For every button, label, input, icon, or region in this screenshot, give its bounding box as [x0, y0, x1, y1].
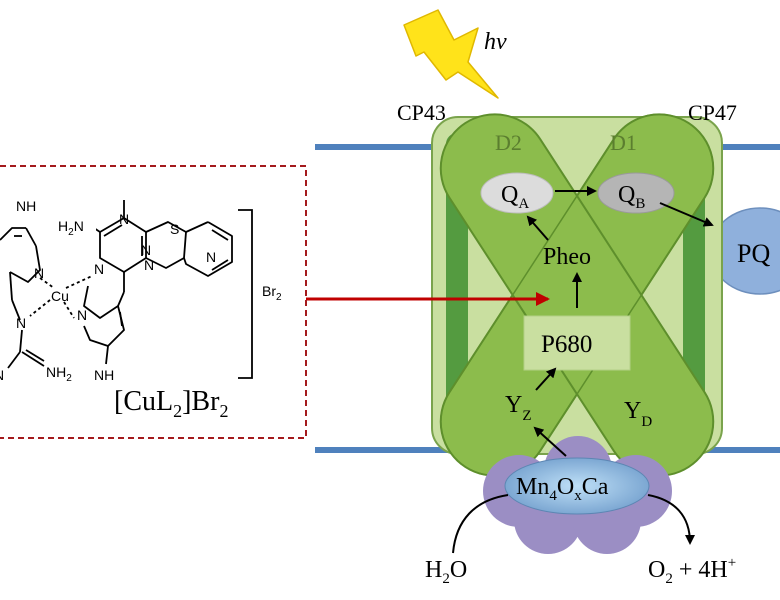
pq-node: PQ — [709, 207, 780, 295]
atom-n3: N — [94, 261, 104, 277]
svg-text:YZ: YZ — [505, 392, 532, 424]
products-plus: + — [728, 555, 736, 571]
oec-nx: x — [574, 488, 582, 504]
svg-text:H2O: H2O — [425, 557, 467, 587]
yd-main: Y — [624, 398, 641, 424]
atom-n-mid: N — [16, 315, 26, 331]
yz-sub: Z — [522, 408, 531, 424]
p680-node: P680 — [523, 315, 631, 371]
qa-main: Q — [501, 182, 518, 208]
structure-bracket — [238, 209, 253, 379]
h2o-o: O — [450, 557, 467, 583]
qb-node: QB — [597, 172, 675, 214]
atom-nh-bot: NH — [94, 367, 114, 383]
atom-cu: Cu — [51, 288, 69, 304]
svg-text:O2 + 4H+: O2 + 4H+ — [648, 555, 736, 587]
atom-nh2: NH2 — [46, 364, 72, 384]
copper-complex-panel: Br2 NH H2N N N N N N N N N S Cu NH2 N NH… — [0, 165, 307, 439]
yz-main: Y — [505, 392, 522, 418]
atom-n4: N — [144, 257, 154, 273]
lightning-icon — [403, 9, 499, 99]
svg-text:Mn4OxCa: Mn4OxCa — [516, 474, 609, 504]
products-rest: + 4H — [673, 557, 728, 583]
dashed-box — [0, 165, 307, 439]
o2-2: 2 — [665, 571, 673, 587]
qa-node: QA — [480, 172, 554, 214]
pq-label: PQ — [737, 239, 770, 268]
atom-n-bot: N — [0, 367, 4, 383]
d1-label: D1 — [610, 130, 637, 155]
arrow-oec-yz — [533, 426, 567, 457]
pheo-label: Pheo — [543, 244, 591, 270]
svg-text:Br2: Br2 — [262, 283, 282, 303]
atom-labels: NH H2N N N N N N N N N S Cu NH2 N NH — [0, 196, 216, 384]
atom-n1: N — [119, 211, 129, 227]
formula-2a: 2 — [173, 401, 182, 421]
yd-sub: D — [641, 414, 652, 430]
h2o-2: 2 — [442, 571, 450, 587]
oec-n4: 4 — [549, 488, 557, 504]
oec-core — [504, 457, 650, 515]
qa-ellipse — [480, 172, 554, 214]
atom-n-far: N — [206, 249, 216, 265]
oec-ca: Ca — [582, 474, 609, 500]
d2-label: D2 — [495, 130, 522, 155]
atom-h2n: H2N — [58, 218, 84, 238]
oec-o: O — [557, 474, 574, 500]
formula-2b: 2 — [219, 401, 228, 421]
atom-n2: N — [141, 242, 151, 258]
arrow-yz-p680 — [535, 367, 557, 391]
oec-mn: Mn — [516, 474, 549, 500]
o2-o: O — [648, 557, 665, 583]
p680-label: P680 — [541, 331, 592, 358]
cp43-label: CP43 — [397, 100, 446, 125]
p680-box — [523, 315, 631, 371]
chemical-structure — [0, 200, 233, 369]
electron-arrows — [452, 186, 714, 554]
br2-br: Br — [262, 283, 276, 299]
arrow-h2o-oec — [452, 494, 509, 554]
arrow-pheo-qa — [526, 215, 549, 241]
h2o-h: H — [425, 557, 442, 583]
atom-n-left: N — [34, 265, 44, 281]
svg-text:QB: QB — [618, 182, 645, 212]
oec-cluster: Mn4OxCa — [483, 436, 672, 554]
qb-sub: B — [635, 196, 645, 212]
hv-label: hv — [484, 29, 507, 55]
qb-main: Q — [618, 182, 635, 208]
formula-br: ]Br — [182, 386, 220, 417]
qa-sub: A — [518, 196, 529, 212]
svg-text:QA: QA — [501, 182, 529, 212]
qb-ellipse — [597, 172, 675, 214]
cp47-label: CP47 — [688, 100, 737, 125]
arrow-qb-pq — [659, 202, 714, 227]
svg-text:[CuL2]Br2: [CuL2]Br2 — [114, 386, 228, 421]
arrow-oec-products — [647, 494, 695, 545]
br2-2: 2 — [276, 292, 282, 303]
formula-cu: [CuL — [114, 386, 173, 417]
atom-n5: N — [77, 307, 87, 323]
svg-text:YD: YD — [624, 398, 652, 430]
atom-nh-top: NH — [16, 198, 36, 214]
atom-s: S — [170, 221, 179, 237]
